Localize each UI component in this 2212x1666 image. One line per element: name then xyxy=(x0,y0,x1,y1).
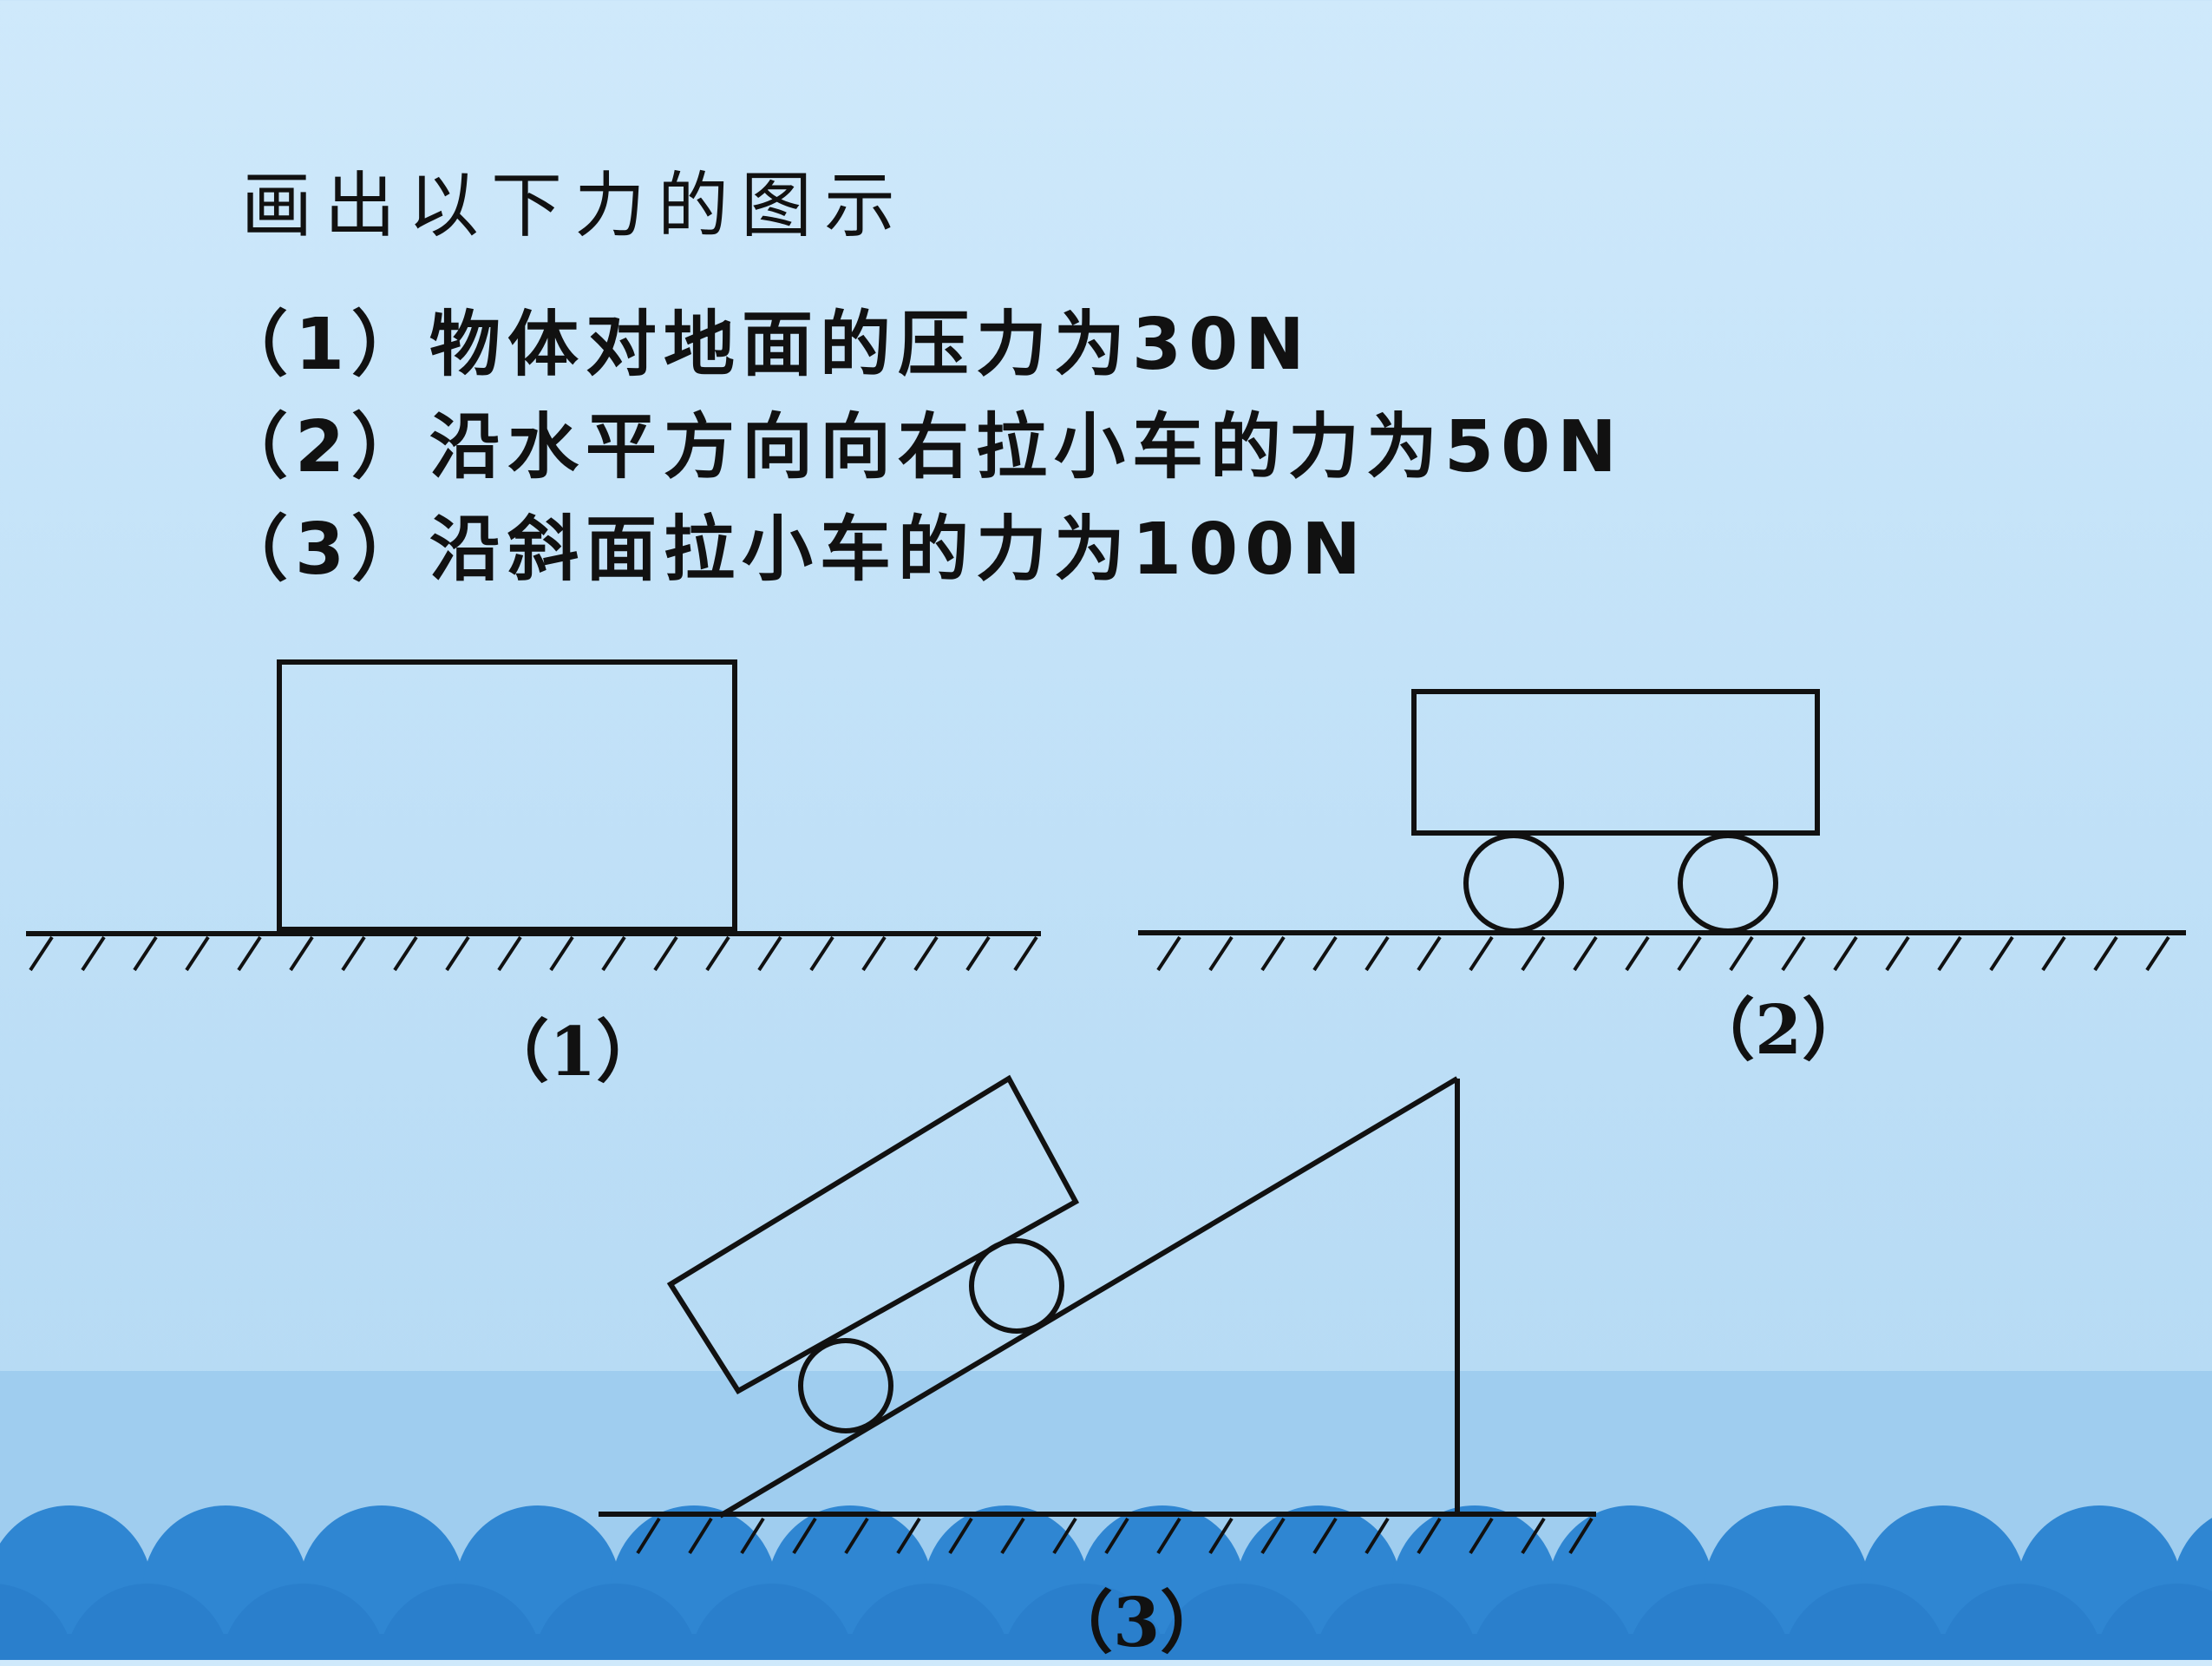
cart-body-2 xyxy=(1411,689,1820,836)
figure-label-3: （3） xyxy=(1045,1584,1228,1663)
cart-wheel-lower-3 xyxy=(798,1338,893,1433)
block-body xyxy=(277,659,737,932)
task-2: （2）沿水平方向向右拉小车的力为50N xyxy=(217,406,1624,489)
cart-body-3 xyxy=(666,1074,1080,1395)
figure-label-1: （1） xyxy=(481,1013,664,1092)
ground-hatching-1 xyxy=(29,935,1038,972)
ground-hatching-3 xyxy=(636,1517,1594,1555)
cart-wheel-left-2 xyxy=(1463,833,1564,934)
cart-wheel-right-2 xyxy=(1678,833,1778,934)
cart-wheel-upper-3 xyxy=(969,1238,1064,1334)
page-title: 画出以下力的图示 xyxy=(241,165,908,247)
ground-hatching-2 xyxy=(1156,935,2170,972)
figure-1-block-on-ground xyxy=(26,659,1041,972)
figure-3-cart-on-incline xyxy=(599,1074,1596,1555)
task-3: （3）沿斜面拉小车的力为100N xyxy=(217,508,1368,591)
task-1: （1）物体对地面的压力为30N xyxy=(217,304,1312,386)
figure-2-cart-on-ground xyxy=(1138,689,2186,972)
figure-label-2: （2） xyxy=(1687,991,1870,1070)
incline-surface xyxy=(718,1076,1459,1518)
